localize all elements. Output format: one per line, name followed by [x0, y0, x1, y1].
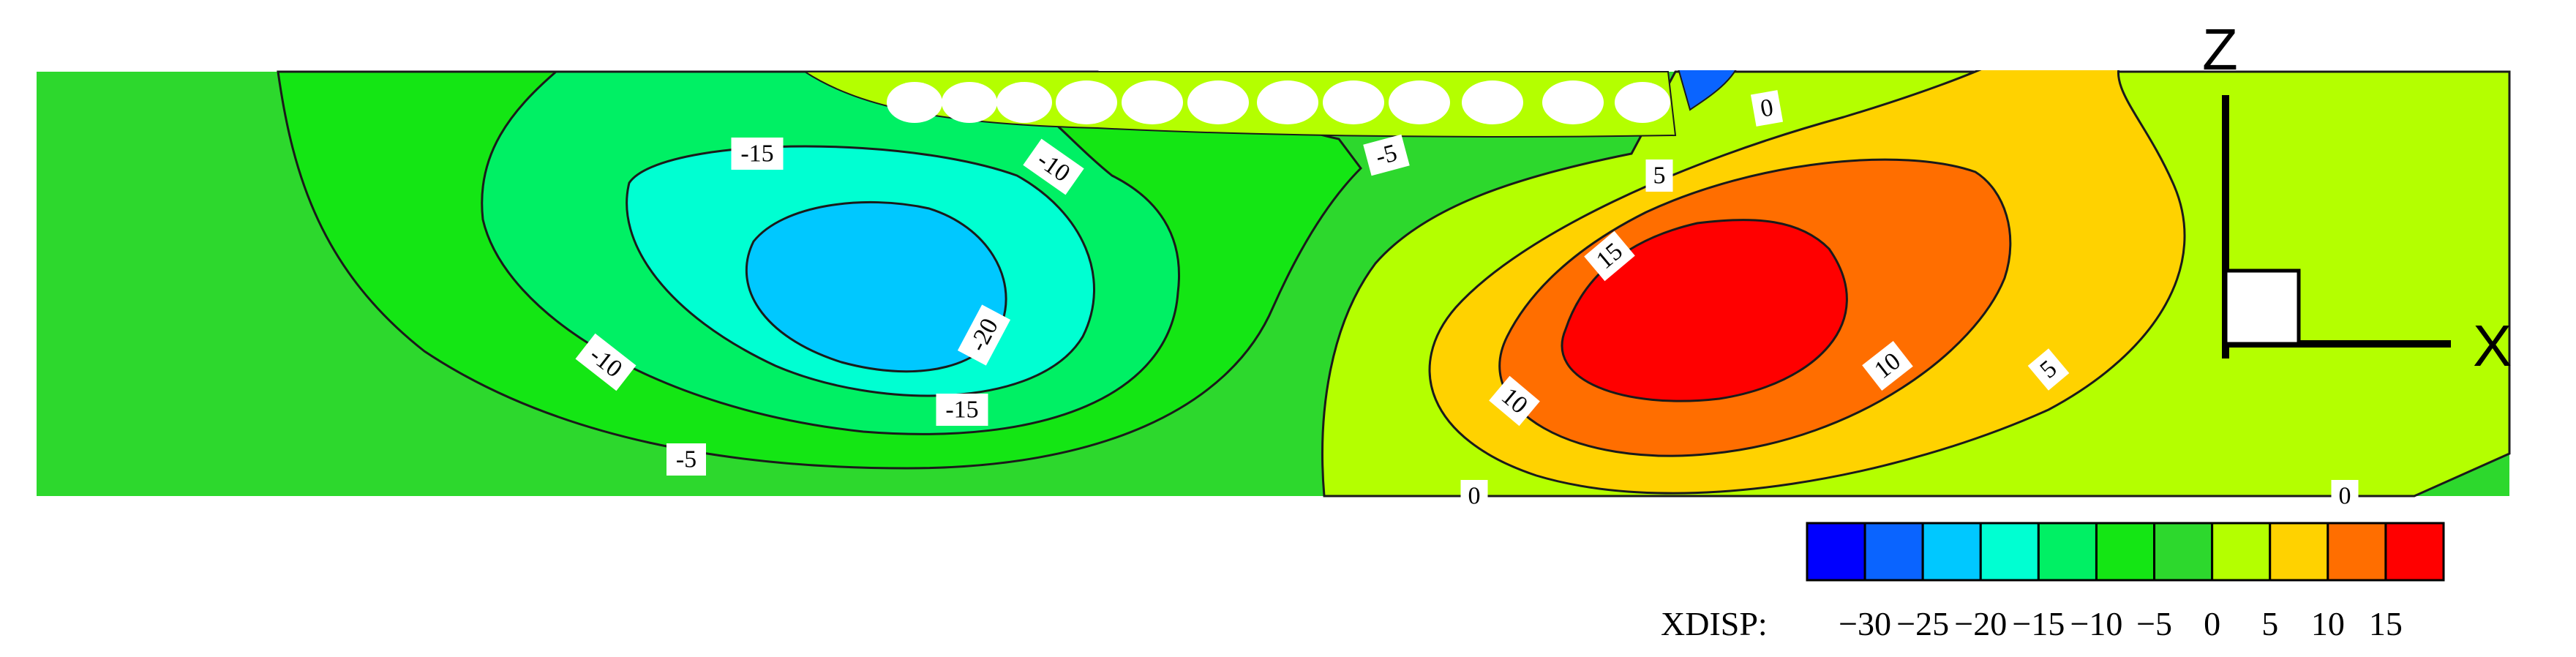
colorbar-label: XDISP:: [1661, 605, 1768, 642]
colorbar-tick-label: −30: [1839, 605, 1891, 642]
contour-plot: [0, 0, 2576, 498]
inclusion: [1615, 82, 1670, 123]
colorbar-cell: [2211, 522, 2272, 582]
colorbar: −30−25−20−15−10 −5 0 5 10 15 XDISP:: [1661, 522, 2445, 642]
colorbar-tick-label: −15: [2012, 605, 2065, 642]
inclusion: [1462, 80, 1523, 124]
colorbar-tick-label: 10: [2311, 605, 2345, 642]
contour-label-text: 5: [1653, 162, 1666, 189]
contour-label-bg: [936, 394, 988, 426]
contour-label: -15: [731, 138, 784, 170]
inclusion: [1122, 80, 1183, 124]
contour-label: 0: [1460, 480, 1488, 512]
colorbar-cell: [1921, 522, 1982, 582]
contour-label: 0: [1750, 90, 1784, 127]
inclusion: [996, 82, 1052, 123]
region-gt-p15: [1561, 219, 1848, 402]
inclusion: [1056, 80, 1117, 124]
contour-label-bg: [731, 138, 784, 170]
contour-label-bg: [1584, 230, 1635, 282]
colorbar-tick-label: 0: [2204, 605, 2220, 642]
contour-label-text: -5: [676, 446, 696, 473]
colorbar-tick-label: 15: [2369, 605, 2403, 642]
inclusions: [887, 80, 1670, 124]
colorbar-cell: [1806, 522, 1866, 582]
contour-label-bg: [1862, 341, 1913, 391]
contour-label-bg: [1460, 480, 1488, 512]
inclusion: [887, 82, 942, 123]
contour-label-text: 0: [2339, 483, 2351, 510]
colorbar-cell: [1979, 522, 2040, 582]
inclusion: [1187, 80, 1249, 124]
colorbar-tick-label: −20: [1954, 605, 2007, 642]
colorbar-tick-label: 5: [2261, 605, 2278, 642]
contour-label: 5: [2027, 348, 2070, 391]
contour-label-bg: [2027, 348, 2070, 391]
colorbar-cell: [2384, 522, 2445, 582]
contour-label-bg: [1645, 159, 1673, 192]
axis-triad: Z X: [2202, 17, 2512, 378]
contour-label-bg: [2331, 480, 2359, 512]
inclusion: [1323, 80, 1384, 124]
inclusion: [1257, 80, 1318, 124]
colorbar-cell: [2095, 522, 2156, 582]
contour-label: 5: [1645, 159, 1673, 192]
contour-label-bg: [1750, 90, 1784, 127]
contour-label-bg: [1363, 134, 1410, 176]
colorbar-tick-label: −25: [1896, 605, 1949, 642]
top-mask: [0, 0, 2576, 70]
contour-label-text: -15: [945, 397, 978, 424]
x-axis-label: X: [2473, 313, 2512, 378]
contour-label-bg: [575, 333, 637, 391]
colorbar-cell: [2269, 522, 2329, 582]
contour-label: -5: [1363, 134, 1410, 176]
colorbar-tick-label: −10: [2070, 605, 2122, 642]
inclusion: [1542, 80, 1604, 124]
z-axis-label: Z: [2202, 17, 2238, 82]
contour-label-text: 0: [1758, 94, 1775, 122]
contour-label-bg: [666, 443, 706, 476]
colorbar-cell: [2327, 522, 2387, 582]
contour-label-text: -15: [740, 140, 773, 168]
colorbar-cells: [1806, 522, 2445, 582]
contour-label-bg: [957, 304, 1011, 366]
colorbar-tick-label: −5: [2136, 605, 2172, 642]
colorbar-cell: [1863, 522, 1924, 582]
contour-label-bg: [1489, 375, 1540, 427]
contour-label: -5: [666, 443, 706, 476]
colorbar-cell: [2037, 522, 2098, 582]
inclusion: [942, 82, 997, 123]
colorbar-ticks: −30−25−20−15−10 −5 0 5 10 15: [1839, 605, 2403, 642]
contour-label: -15: [936, 394, 988, 426]
contour-label-bg: [1023, 138, 1084, 195]
contour-label: 0: [2331, 480, 2359, 512]
inclusion: [1389, 80, 1450, 124]
colorbar-cell: [2153, 522, 2214, 582]
contour-label-text: 0: [1468, 483, 1481, 510]
axis-origin-box: [2223, 269, 2301, 346]
